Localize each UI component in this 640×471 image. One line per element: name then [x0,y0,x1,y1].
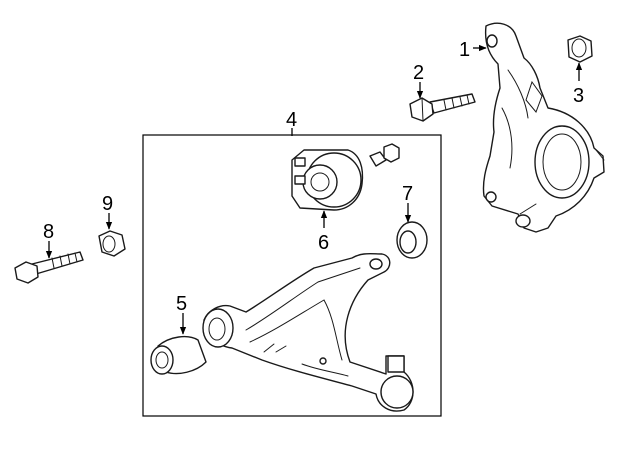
callout-4: 4 [286,109,297,131]
callout-6: 6 [318,232,329,254]
bushing-bolt[interactable] [369,143,400,167]
steering-knuckle[interactable] [482,22,605,233]
callout-1: 1 [459,39,470,61]
callout-5: 5 [176,293,187,315]
knuckle-nut[interactable] [567,35,593,63]
control-arm-bushing[interactable] [291,149,364,211]
knuckle-bolt[interactable] [409,93,476,122]
callout-9: 9 [102,193,113,215]
front-bushing[interactable] [150,335,207,375]
leader-lines [45,44,583,335]
callout-numbers: 1 2 3 4 5 6 7 8 9 [43,39,584,315]
arm-bolt[interactable] [14,251,84,284]
callout-8: 8 [43,221,54,243]
lower-control-arm[interactable] [202,252,414,412]
callout-7: 7 [402,183,413,205]
arm-nut[interactable] [98,230,126,257]
callout-3: 3 [573,85,584,107]
ring-bushing[interactable] [396,221,428,259]
callout-2: 2 [413,62,424,84]
